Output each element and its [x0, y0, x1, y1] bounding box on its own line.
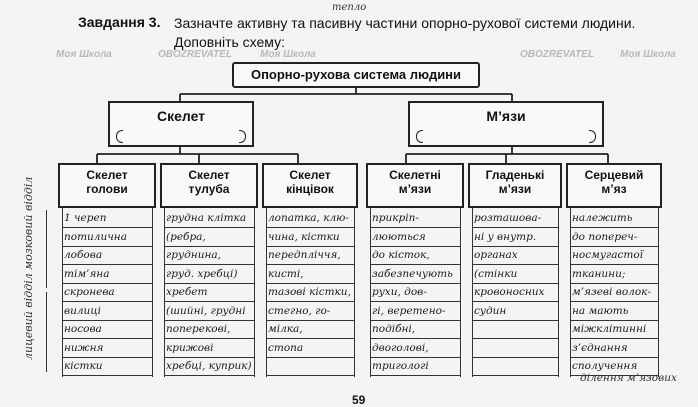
answer-line[interactable]: носмугастої [570, 247, 658, 265]
answer-line[interactable]: потилична [62, 229, 152, 247]
answer-line[interactable]: кисті, [266, 266, 354, 284]
column-frame-left [164, 208, 165, 377]
group-muscles-title: М’язи [486, 108, 526, 124]
column-frame-left [62, 208, 63, 377]
answer-line[interactable]: (шийні, грудні [164, 303, 254, 321]
answer-line[interactable] [472, 358, 558, 376]
column-frame-right [254, 208, 255, 377]
side-brace-upper [46, 210, 47, 288]
answer-line[interactable]: кровоносних [472, 284, 558, 302]
answer-line[interactable]: рухи, дов- [370, 284, 460, 302]
answer-line[interactable] [472, 321, 558, 339]
answer-line[interactable]: м’язеві волок- [570, 284, 658, 302]
column-frame-right [354, 208, 355, 377]
column-frame-left [570, 208, 571, 377]
answer-line[interactable]: нижня [62, 340, 152, 358]
answer-line[interactable]: міжклітинні [570, 321, 658, 339]
column-frame-left [266, 208, 267, 377]
answer-line[interactable]: ні у внутр. [472, 229, 558, 247]
page-number: 59 [352, 393, 366, 407]
answer-line[interactable]: гі, веретено- [370, 303, 460, 321]
task-text-line2: Доповніть схему: [174, 34, 285, 50]
side-note-cranial: мозковий відділ [22, 176, 35, 270]
answer-line[interactable]: органах [472, 247, 558, 265]
answer-line[interactable]: носова [62, 321, 152, 339]
answer-line[interactable]: 1 череп [62, 210, 152, 228]
answer-line[interactable]: груднина, [164, 247, 254, 265]
answer-line[interactable]: (ребра, [164, 229, 254, 247]
answer-line[interactable]: груд. хребці) [164, 266, 254, 284]
watermark-obozrevatel: OBOZREVATEL [158, 49, 233, 60]
answer-line[interactable]: скронева [62, 284, 152, 302]
answer-line[interactable]: хребет [164, 284, 254, 302]
answer-line[interactable]: кістки [62, 358, 152, 376]
watermark-myschool: Моя Школа [56, 49, 112, 60]
bottom-handwritten-note: ділення м’язових [580, 372, 677, 384]
answer-line[interactable]: вилиці [62, 303, 152, 321]
answer-line[interactable]: подібні, [370, 321, 460, 339]
answer-line[interactable]: судин [472, 303, 558, 321]
blank-parentheses [416, 130, 596, 143]
answer-line[interactable]: хребці, куприк) [164, 358, 254, 376]
answer-line[interactable]: до кісток, [370, 247, 460, 265]
task-label: Завдання 3. [78, 14, 161, 30]
answer-line[interactable]: на мають [570, 303, 658, 321]
answer-line[interactable]: чина, кістки [266, 229, 354, 247]
answer-line[interactable]: тазові кістки, [266, 284, 354, 302]
answer-line[interactable]: належить [570, 210, 658, 228]
side-brace-lower [46, 292, 47, 372]
answer-line[interactable]: розташова- [472, 210, 558, 228]
task-text-line1: Зазначте активну та пасивну частини опор… [174, 15, 636, 31]
answer-line[interactable]: стегно, го- [266, 303, 354, 321]
answer-line[interactable]: поперекові, [164, 321, 254, 339]
column-frame-right [152, 208, 153, 377]
handwritten-top-note: тепло [332, 2, 367, 13]
group-skeleton-title: Скелет [156, 108, 206, 124]
watermark-obozrevatel: OBOZREVATEL [520, 49, 595, 60]
answer-line[interactable]: двоголові, [370, 340, 460, 358]
answer-line[interactable]: стопа [266, 340, 354, 358]
answer-line[interactable]: до попереч- [570, 229, 658, 247]
column-frame-left [370, 208, 371, 377]
answer-line[interactable] [472, 340, 558, 358]
answer-line[interactable]: прикріп- [370, 210, 460, 228]
group-skeleton: Скелет [108, 101, 254, 147]
task-instructions: Зазначте активну та пасивну частини опор… [174, 14, 674, 52]
answer-line[interactable]: лопатка, клю- [266, 210, 354, 228]
side-note-facial: лицевий відділ [22, 273, 35, 360]
answer-line[interactable]: люються [370, 229, 460, 247]
root-box: Опорно-рухова система людини [232, 62, 480, 88]
answer-line[interactable]: тім’яна [62, 266, 152, 284]
blank-parentheses [116, 130, 246, 143]
answer-line[interactable]: з’єднання [570, 340, 658, 358]
watermark-myschool: Моя Школа [620, 49, 676, 60]
answer-line[interactable]: передпліччя, [266, 247, 354, 265]
column-frame-right [658, 208, 659, 377]
answer-line[interactable]: грудна клітка [164, 210, 254, 228]
answer-line[interactable]: мілка, [266, 321, 354, 339]
column-frame-right [558, 208, 559, 377]
answer-line[interactable]: лобова [62, 247, 152, 265]
answer-line[interactable]: забезпечують [370, 266, 460, 284]
group-muscles: М’язи [408, 101, 604, 147]
column-frame-left [472, 208, 473, 377]
answer-line[interactable]: тканини; [570, 266, 658, 284]
column-frame-right [460, 208, 461, 377]
answer-line[interactable]: крижові [164, 340, 254, 358]
watermark-myschool: Моя Школа [260, 49, 316, 60]
answer-line[interactable]: (стінки [472, 266, 558, 284]
answer-line[interactable]: тригологі [370, 358, 460, 376]
answer-line[interactable] [266, 358, 354, 376]
answer-line[interactable]: сполучення [570, 358, 658, 376]
